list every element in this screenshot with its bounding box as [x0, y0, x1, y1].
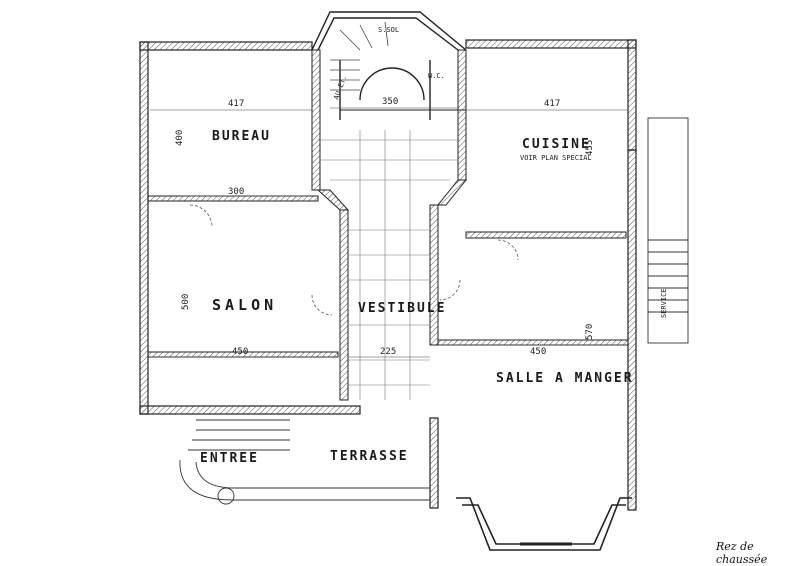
label-s-sol: S.SOL: [378, 26, 399, 34]
dim-vestibule-width: 225: [380, 347, 396, 357]
room-label-bureau: BUREAU: [212, 129, 271, 144]
dim-salle-width: 450: [530, 347, 546, 357]
cuisine-note: VOIR PLAN SPECIAL: [520, 154, 592, 162]
plan-caption: Rez de chaussée: [716, 540, 768, 566]
bay-window: [456, 497, 632, 551]
exterior-walls: [139, 39, 637, 511]
room-label-wc: W.C.: [428, 72, 445, 80]
dim-salon-width: 450: [232, 347, 248, 357]
service-ramp: [647, 117, 689, 344]
dim-bureau-width: 417: [228, 99, 244, 109]
dim-stair-width: 350: [382, 97, 398, 107]
dim-salle-depth: 570: [585, 324, 595, 340]
room-label-terrasse: TERRASSE: [330, 449, 409, 464]
room-label-entree: ENTREE: [200, 451, 259, 466]
dim-bureau-depth: 400: [175, 130, 185, 146]
label-au-et: AU ET.: [332, 74, 348, 101]
room-label-salon: SALON: [212, 296, 277, 314]
dim-salon-depth: 500: [181, 294, 191, 310]
stair-tower: [311, 11, 467, 120]
room-label-salle-a-manger: SALLE A MANGER: [496, 371, 634, 386]
dim-cuisine-width: 417: [544, 99, 560, 109]
door-swings: [189, 204, 519, 316]
dim-cuisine-depth: 455: [585, 140, 595, 156]
dimension-lines: [150, 107, 628, 358]
stair-steps: [330, 21, 389, 91]
room-label-vestibule: VESTIBULE: [358, 301, 446, 316]
room-label-cuisine: CUISINE: [522, 137, 591, 152]
dim-bureau-opening: 300: [228, 187, 244, 197]
vestibule-tiles: [320, 130, 458, 400]
entrance-steps: [179, 419, 430, 505]
interior-walls: [147, 49, 629, 401]
label-service: SERVICE: [660, 288, 668, 318]
